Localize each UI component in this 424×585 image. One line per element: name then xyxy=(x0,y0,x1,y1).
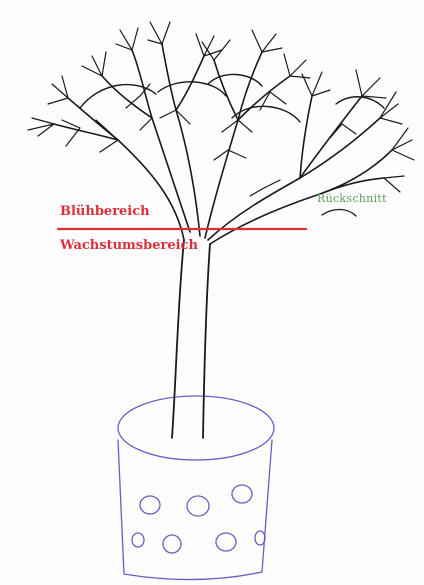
growth-zone-label: Wachstumsbereich xyxy=(60,238,198,253)
pot-dot xyxy=(255,531,265,545)
pot-rim xyxy=(118,396,274,460)
pot-dot xyxy=(216,533,236,551)
pruning-label: Rückschnitt xyxy=(317,192,387,205)
pot-dot xyxy=(140,496,160,514)
pot-dot xyxy=(132,533,144,547)
tree-trunk xyxy=(172,240,210,438)
pot-dot xyxy=(163,535,181,553)
pot-dot xyxy=(232,485,252,503)
bloom-zone-label: Blühbereich xyxy=(60,204,150,219)
tree-twigs xyxy=(28,22,414,196)
pruning-marker-arc xyxy=(322,209,356,216)
flower-pot xyxy=(118,396,274,580)
pot-dot xyxy=(187,496,209,516)
